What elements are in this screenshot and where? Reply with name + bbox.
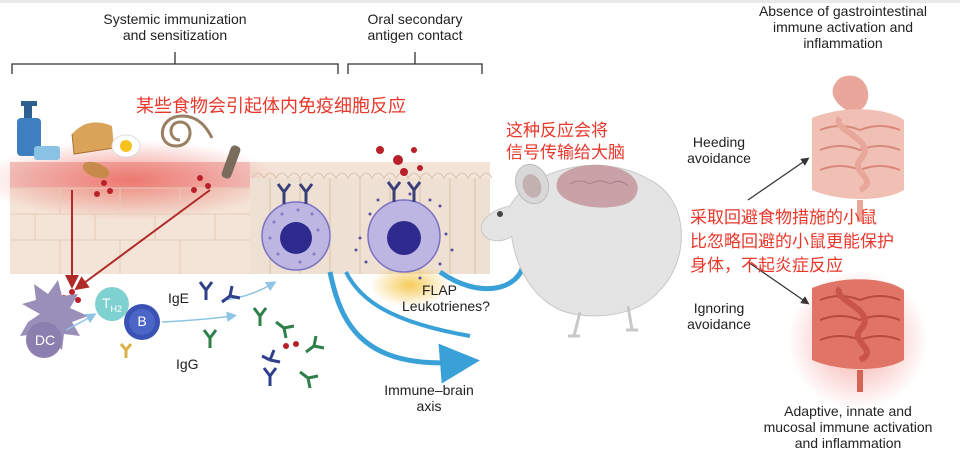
ige-antibodies — [198, 281, 241, 304]
annotation-avoid-line1: 采取回避食物措施的小鼠 — [690, 208, 877, 228]
oral-bracket — [347, 52, 483, 74]
header-oral-line2: antigen contact — [367, 27, 463, 43]
annotation-avoid-line2: 比忽略回避的小鼠更能保护 — [690, 232, 894, 252]
heeding-label: Heeding avoidance — [674, 134, 764, 166]
th2-label-main: T — [101, 295, 111, 311]
systemic-bracket — [11, 52, 339, 74]
annotation-avoid-mice: 采取回避食物措施的小鼠 比忽略回避的小鼠更能保护 身体，不起炎症反应 — [690, 206, 894, 278]
mediators-label: FLAP Leukotrienes? — [402, 282, 522, 314]
annotation-signal-line1: 这种反应会将 — [506, 121, 608, 141]
b-label: B — [137, 313, 147, 329]
header-systemic-line2: and sensitization — [122, 27, 228, 43]
header-absence-line2: immune activation and — [772, 19, 914, 35]
mast-cell-2 — [354, 181, 454, 280]
ige-label: IgE — [168, 290, 190, 306]
axis-label-line2: axis — [416, 398, 442, 414]
th2-label-sub: H2 — [110, 303, 123, 314]
flap-label: FLAP — [422, 282, 458, 298]
axis-label-line1: Immune–brain — [384, 382, 474, 398]
mouse — [480, 163, 682, 338]
outcome-line1: Adaptive, innate and — [784, 403, 912, 419]
flap-glow — [370, 263, 450, 307]
antigen-arrow-2 — [74, 189, 211, 291]
leukotrienes-label: Leukotrienes? — [402, 298, 490, 314]
dc-label: DC — [34, 332, 56, 348]
header-oral: Oral secondary antigen contact — [350, 11, 480, 43]
th2-cell — [95, 287, 129, 321]
heeding-arrow — [747, 157, 810, 201]
header-systemic: Systemic immunization and sensitization — [80, 11, 270, 43]
header-absence-line3: inflammation — [803, 35, 883, 51]
ignoring-arrow — [747, 261, 810, 305]
top-border — [0, 0, 960, 3]
annotation-signal-brain: 这种反应会将 信号传输给大脑 — [506, 120, 625, 164]
epithelium-layer — [0, 140, 493, 307]
heeding-label-line1: Heeding — [692, 134, 746, 150]
dc-cell — [20, 280, 88, 358]
inflamed-gut — [812, 279, 904, 392]
igg-label: IgG — [176, 356, 199, 372]
annotation-signal-line2: 信号传输给大脑 — [506, 143, 625, 163]
outcome-line3: and inflammation — [794, 435, 902, 451]
header-absence-line1: Absence of gastrointestinal — [758, 3, 928, 19]
header-systemic-line1: Systemic immunization — [103, 11, 247, 27]
ignoring-label-line1: Ignoring — [693, 300, 745, 316]
ignoring-label: Ignoring avoidance — [674, 300, 764, 332]
mast-cell-1 — [261, 183, 331, 271]
outcome-label: Adaptive, innate and mucosal immune acti… — [738, 403, 958, 451]
food-items — [17, 101, 241, 179]
axis-label: Immune–brain axis — [374, 382, 484, 414]
th2-label: TH2 — [98, 295, 126, 317]
ignoring-label-line2: avoidance — [687, 316, 751, 332]
annotation-avoid-line3: 身体，不起炎症反应 — [690, 256, 843, 276]
heeding-label-line2: avoidance — [687, 150, 751, 166]
outcome-line2: mucosal immune activation — [763, 419, 933, 435]
antigen-particles — [61, 146, 423, 303]
header-absence: Absence of gastrointestinal immune activ… — [738, 3, 948, 51]
header-oral-line1: Oral secondary — [367, 11, 463, 27]
igg-antibodies — [202, 307, 325, 389]
healthy-gut — [812, 75, 904, 222]
annotation-food-reaction: 某些食物会引起体内免疫细胞反应 — [136, 96, 406, 117]
